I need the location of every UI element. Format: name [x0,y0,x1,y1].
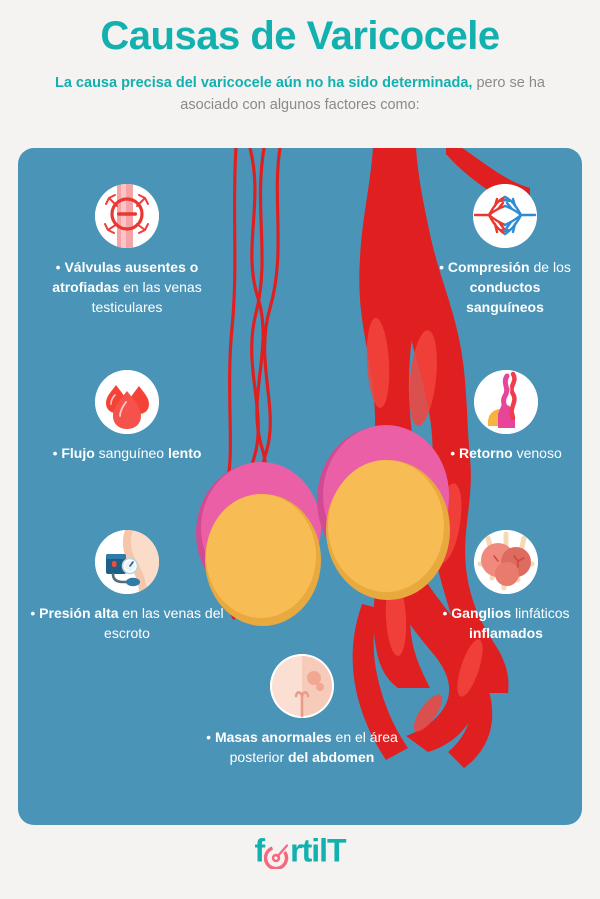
feature-label-part: en las venas del escroto [104,605,224,641]
logo-text-a: f [254,832,265,869]
header: Causas de Varicocele La causa precisa de… [0,0,600,117]
feature-label-part: en las venas testiculares [91,278,202,315]
feature-label-part: linfáticos [511,605,570,621]
bullet-icon: • [439,259,445,275]
logo-target-e-icon [263,842,290,870]
feature-label-part: Compresión [447,259,530,275]
blood-pressure-cuff-icon [95,530,159,594]
feature-label-part: lento [167,445,202,461]
lymph-nodes-icon [474,530,538,594]
right-testicle [317,425,450,600]
bullet-icon: • [442,605,448,621]
feature-label-part: Retorno [459,445,513,461]
feature-item-presion: • Presión alta en las venas del escroto [24,530,230,644]
feature-label-presion: • Presión alta en las venas del escroto [24,604,230,644]
page-title: Causas de Varicocele [100,14,500,58]
bullet-icon: • [30,605,36,621]
feature-label-part: de los [529,259,571,275]
vein-valve-missing-icon [95,184,159,248]
feature-label-part: en el área posterior [229,729,398,765]
feature-label-part: venoso [512,445,562,461]
abdominal-mass-icon [270,654,334,718]
bullet-icon: • [450,445,456,461]
feature-item-valvulas: • Válvulas ausentes o atrofiadas en las … [22,184,232,318]
feature-label-part: Masas anormales [214,729,332,745]
capillary-bed-icon [473,184,537,248]
feature-label-compresion: • Compresión de los conductos sanguíneos [430,258,580,318]
bullet-icon: • [55,259,61,275]
feature-label-part: Presión alta [39,605,119,621]
feature-label-part: Ganglios [451,605,512,621]
venous-return-icon [474,370,538,434]
subtitle-rest: pero se ha asociado con algunos factores… [180,75,545,114]
feature-label-retorno: • Retorno venoso [436,444,576,464]
feature-label-flujo: • Flujo sanguíneo lento [34,444,220,464]
feature-label-part: conductos sanguíneos [466,278,544,315]
feature-label-masas: • Masas anormales en el área posterior d… [200,728,404,768]
feature-label-part: inflamados [469,624,543,641]
left-testicle [196,462,321,626]
feature-label-part: sanguíneo [94,445,168,461]
page-subtitle: La causa precisa del varicocele aún no h… [40,72,560,117]
bullet-icon: • [206,729,212,745]
feature-label-ganglios: • Ganglios linfáticos inflamados [434,604,578,644]
subtitle-emphasis: La causa precisa del varicocele aún no h… [54,75,473,91]
blood-drops-icon [95,370,159,434]
bullet-icon: • [52,445,58,461]
feature-item-ganglios: • Ganglios linfáticos inflamados [434,530,578,644]
feature-label-part: Válvulas ausentes o atrofiadas [52,259,199,295]
feature-item-masas: • Masas anormales en el área posterior d… [200,654,404,768]
feature-item-compresion: • Compresión de los conductos sanguíneos [430,184,580,318]
feature-item-flujo: • Flujo sanguíneo lento [34,370,220,464]
feature-label-part: del abdomen [288,748,375,765]
content-panel: • Válvulas ausentes o atrofiadas en las … [18,148,582,825]
varicocele-illustration [196,148,530,768]
feature-label-valvulas: • Válvulas ausentes o atrofiadas en las … [22,258,232,318]
logo-text-b: rtilT [290,832,346,869]
feature-item-retorno: • Retorno venoso [436,370,576,464]
feature-label-part: Flujo [61,445,95,461]
